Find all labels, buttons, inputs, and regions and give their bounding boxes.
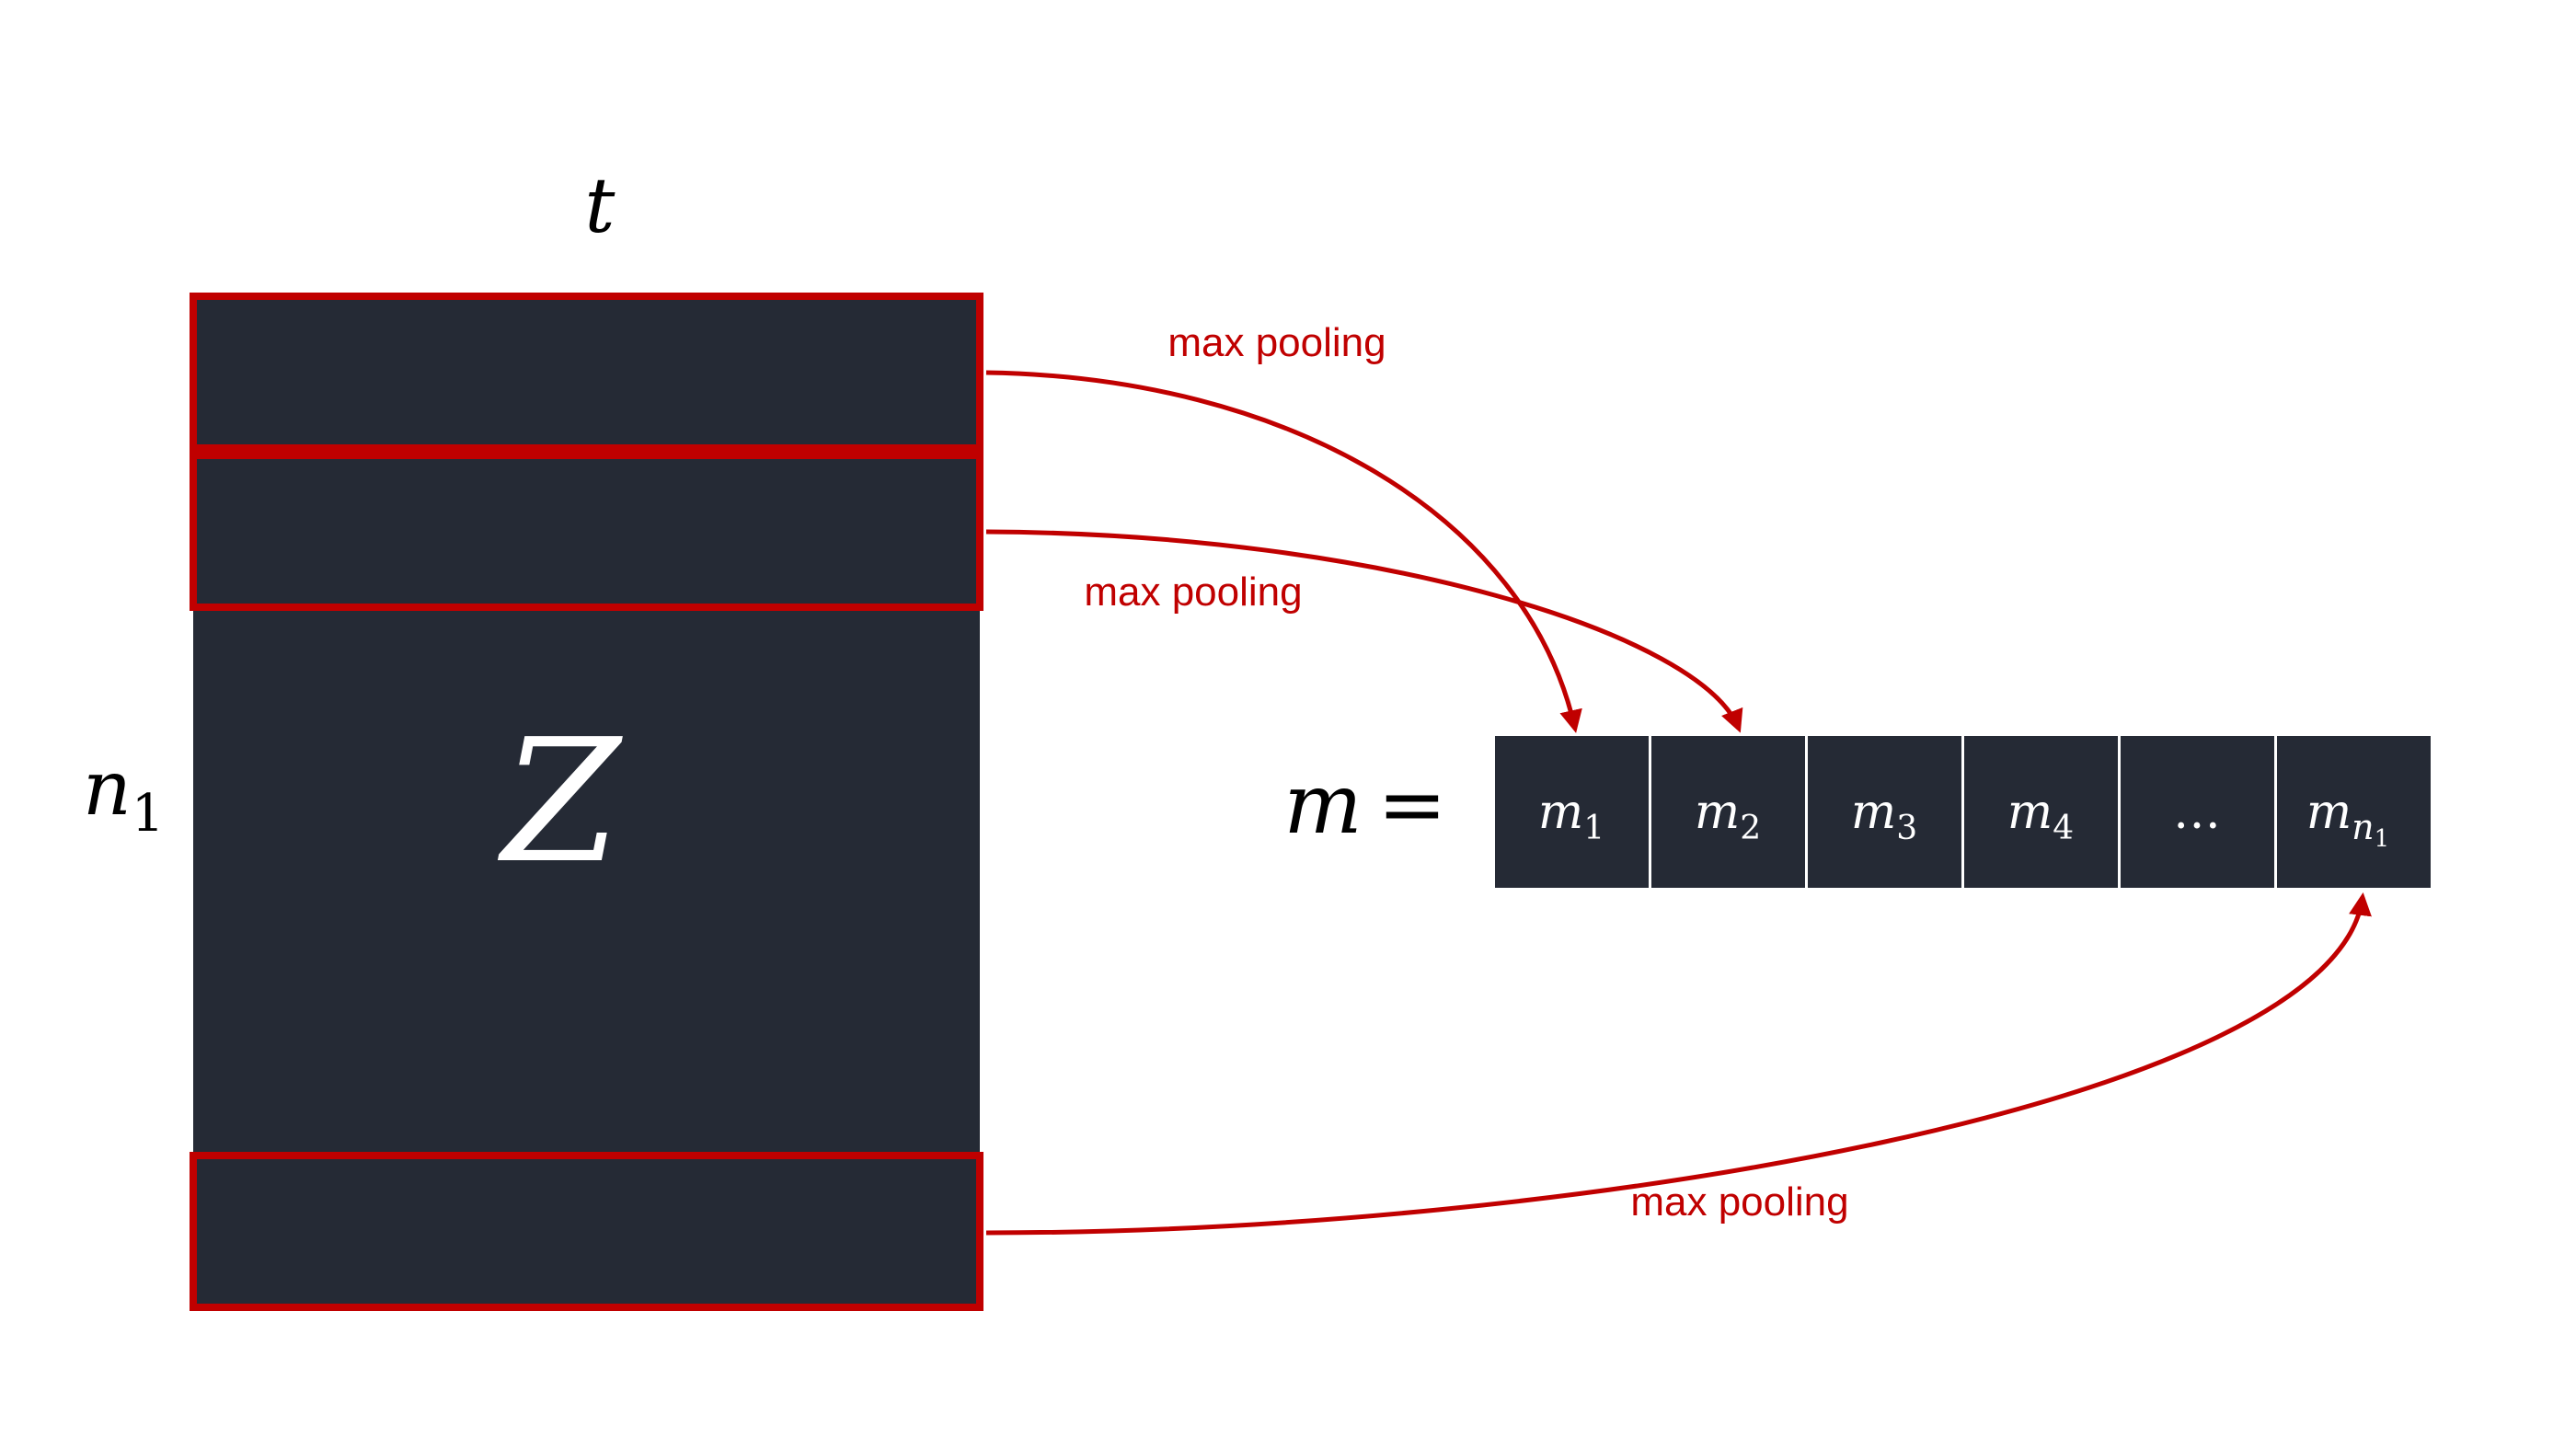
vector-cell-1-label: m1 xyxy=(1538,785,1604,847)
max-pooling-label-2: max pooling xyxy=(1084,569,1302,615)
arrow-row-last-to-mn1 xyxy=(985,892,2372,1236)
vector-name-label: m xyxy=(1283,756,1362,853)
vector-cell-2 xyxy=(1651,736,1805,888)
vector-cells: m1 m2 m3 m4 … mn1 xyxy=(1495,736,2431,888)
vector-cell-3-label: m3 xyxy=(1851,785,1917,847)
vector-cell-6 xyxy=(2277,736,2431,888)
vector-cell-5 xyxy=(2121,736,2274,888)
vector-cell-2-label: m2 xyxy=(1695,785,1761,847)
arrow-row-2-to-m2 xyxy=(985,529,1743,733)
vector-cell-4-label: m4 xyxy=(2007,785,2074,847)
vector-equals-sign: = xyxy=(1377,756,1446,853)
vector-cell-3 xyxy=(1808,736,1961,888)
vector-cell-4 xyxy=(1964,736,2118,888)
matrix-row-last-highlight xyxy=(190,1152,983,1311)
vector-cell-1 xyxy=(1495,736,1649,888)
matrix-height-label: n1 xyxy=(83,745,164,844)
matrix-width-label: t xyxy=(585,163,616,250)
matrix-name-label: Z xyxy=(498,702,624,901)
max-pooling-label-1: max pooling xyxy=(1167,320,1386,365)
arrow-row-1-to-m1 xyxy=(985,370,1582,733)
vector-cell-5-label: … xyxy=(2173,785,2221,840)
matrix-row-2-highlight xyxy=(190,452,983,611)
max-pooling-label-3: max pooling xyxy=(1630,1179,1848,1225)
matrix-row-1-highlight xyxy=(190,293,983,452)
vector-cell-6-label: mn1 xyxy=(2306,785,2389,853)
